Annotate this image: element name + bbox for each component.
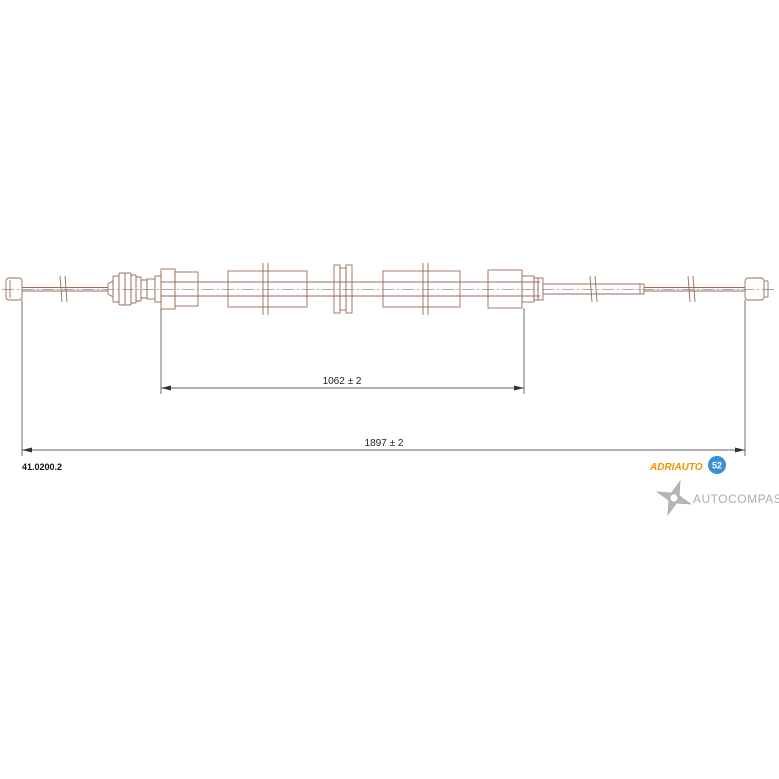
- arrow-inner-right: [514, 385, 524, 391]
- brand-badge-text: 52: [712, 461, 722, 471]
- watermark-text: AUTOCOMPAS: [693, 492, 779, 506]
- dimension-overall-label: 1897 ± 2: [365, 438, 404, 449]
- arrow-overall-right: [735, 447, 745, 453]
- arrow-inner-left: [161, 385, 171, 391]
- brand-logo-text: ADRIAUTO: [649, 462, 703, 473]
- compass-star-icon: [656, 480, 692, 516]
- brand-badge-icon: [708, 456, 726, 474]
- arrow-overall-left: [22, 447, 32, 453]
- dimensions: [21, 300, 746, 456]
- part-number: 41.0200.2: [22, 462, 62, 472]
- dimension-inner-label: 1062 ± 2: [323, 376, 362, 387]
- watermark: AUTOCOMPAS: [656, 480, 779, 516]
- brand-logo: ADRIAUTO 52: [649, 456, 726, 474]
